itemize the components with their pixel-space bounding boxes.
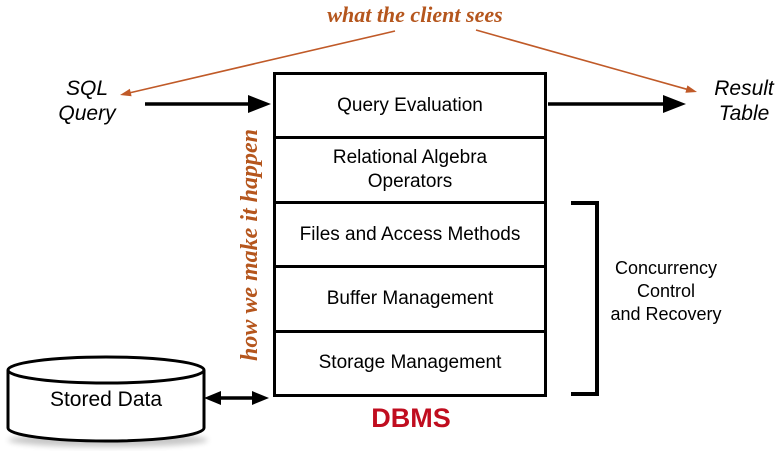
sql-query-label: SQL Query [58,77,116,125]
client-view-label: what the client sees [327,2,503,27]
layer-label: Storage Management [318,352,502,374]
result-table-label: Result Table [714,77,774,125]
layer-label: Files and Access Methods [299,223,521,245]
layer-query-evaluation: Query Evaluation [276,75,544,136]
dbms-caption: DBMS [371,403,451,433]
layer-storage-management: Storage Management [276,329,544,394]
internal-view-label: how we make it happen [237,128,263,362]
layer-files-and-access-methods: Files and Access Methods [276,200,544,265]
storage-io-arrow [204,391,269,405]
stored-data-label: Stored Data [49,388,163,411]
concurrency-control-note: Concurrency Control and Recovery [610,258,722,324]
layer-label: Query Evaluation [337,94,483,116]
result-output-arrow [548,95,686,113]
layer-label: Buffer Management [326,287,494,309]
layer-buffer-management: Buffer Management [276,265,544,329]
query-input-arrow [145,95,271,113]
dbms-layer-stack: Query Evaluation Relational Algebra Oper… [273,72,547,397]
layer-relational-algebra-operators: Relational Algebra Operators [276,136,544,200]
layer-label: Relational Algebra Operators [332,147,488,193]
